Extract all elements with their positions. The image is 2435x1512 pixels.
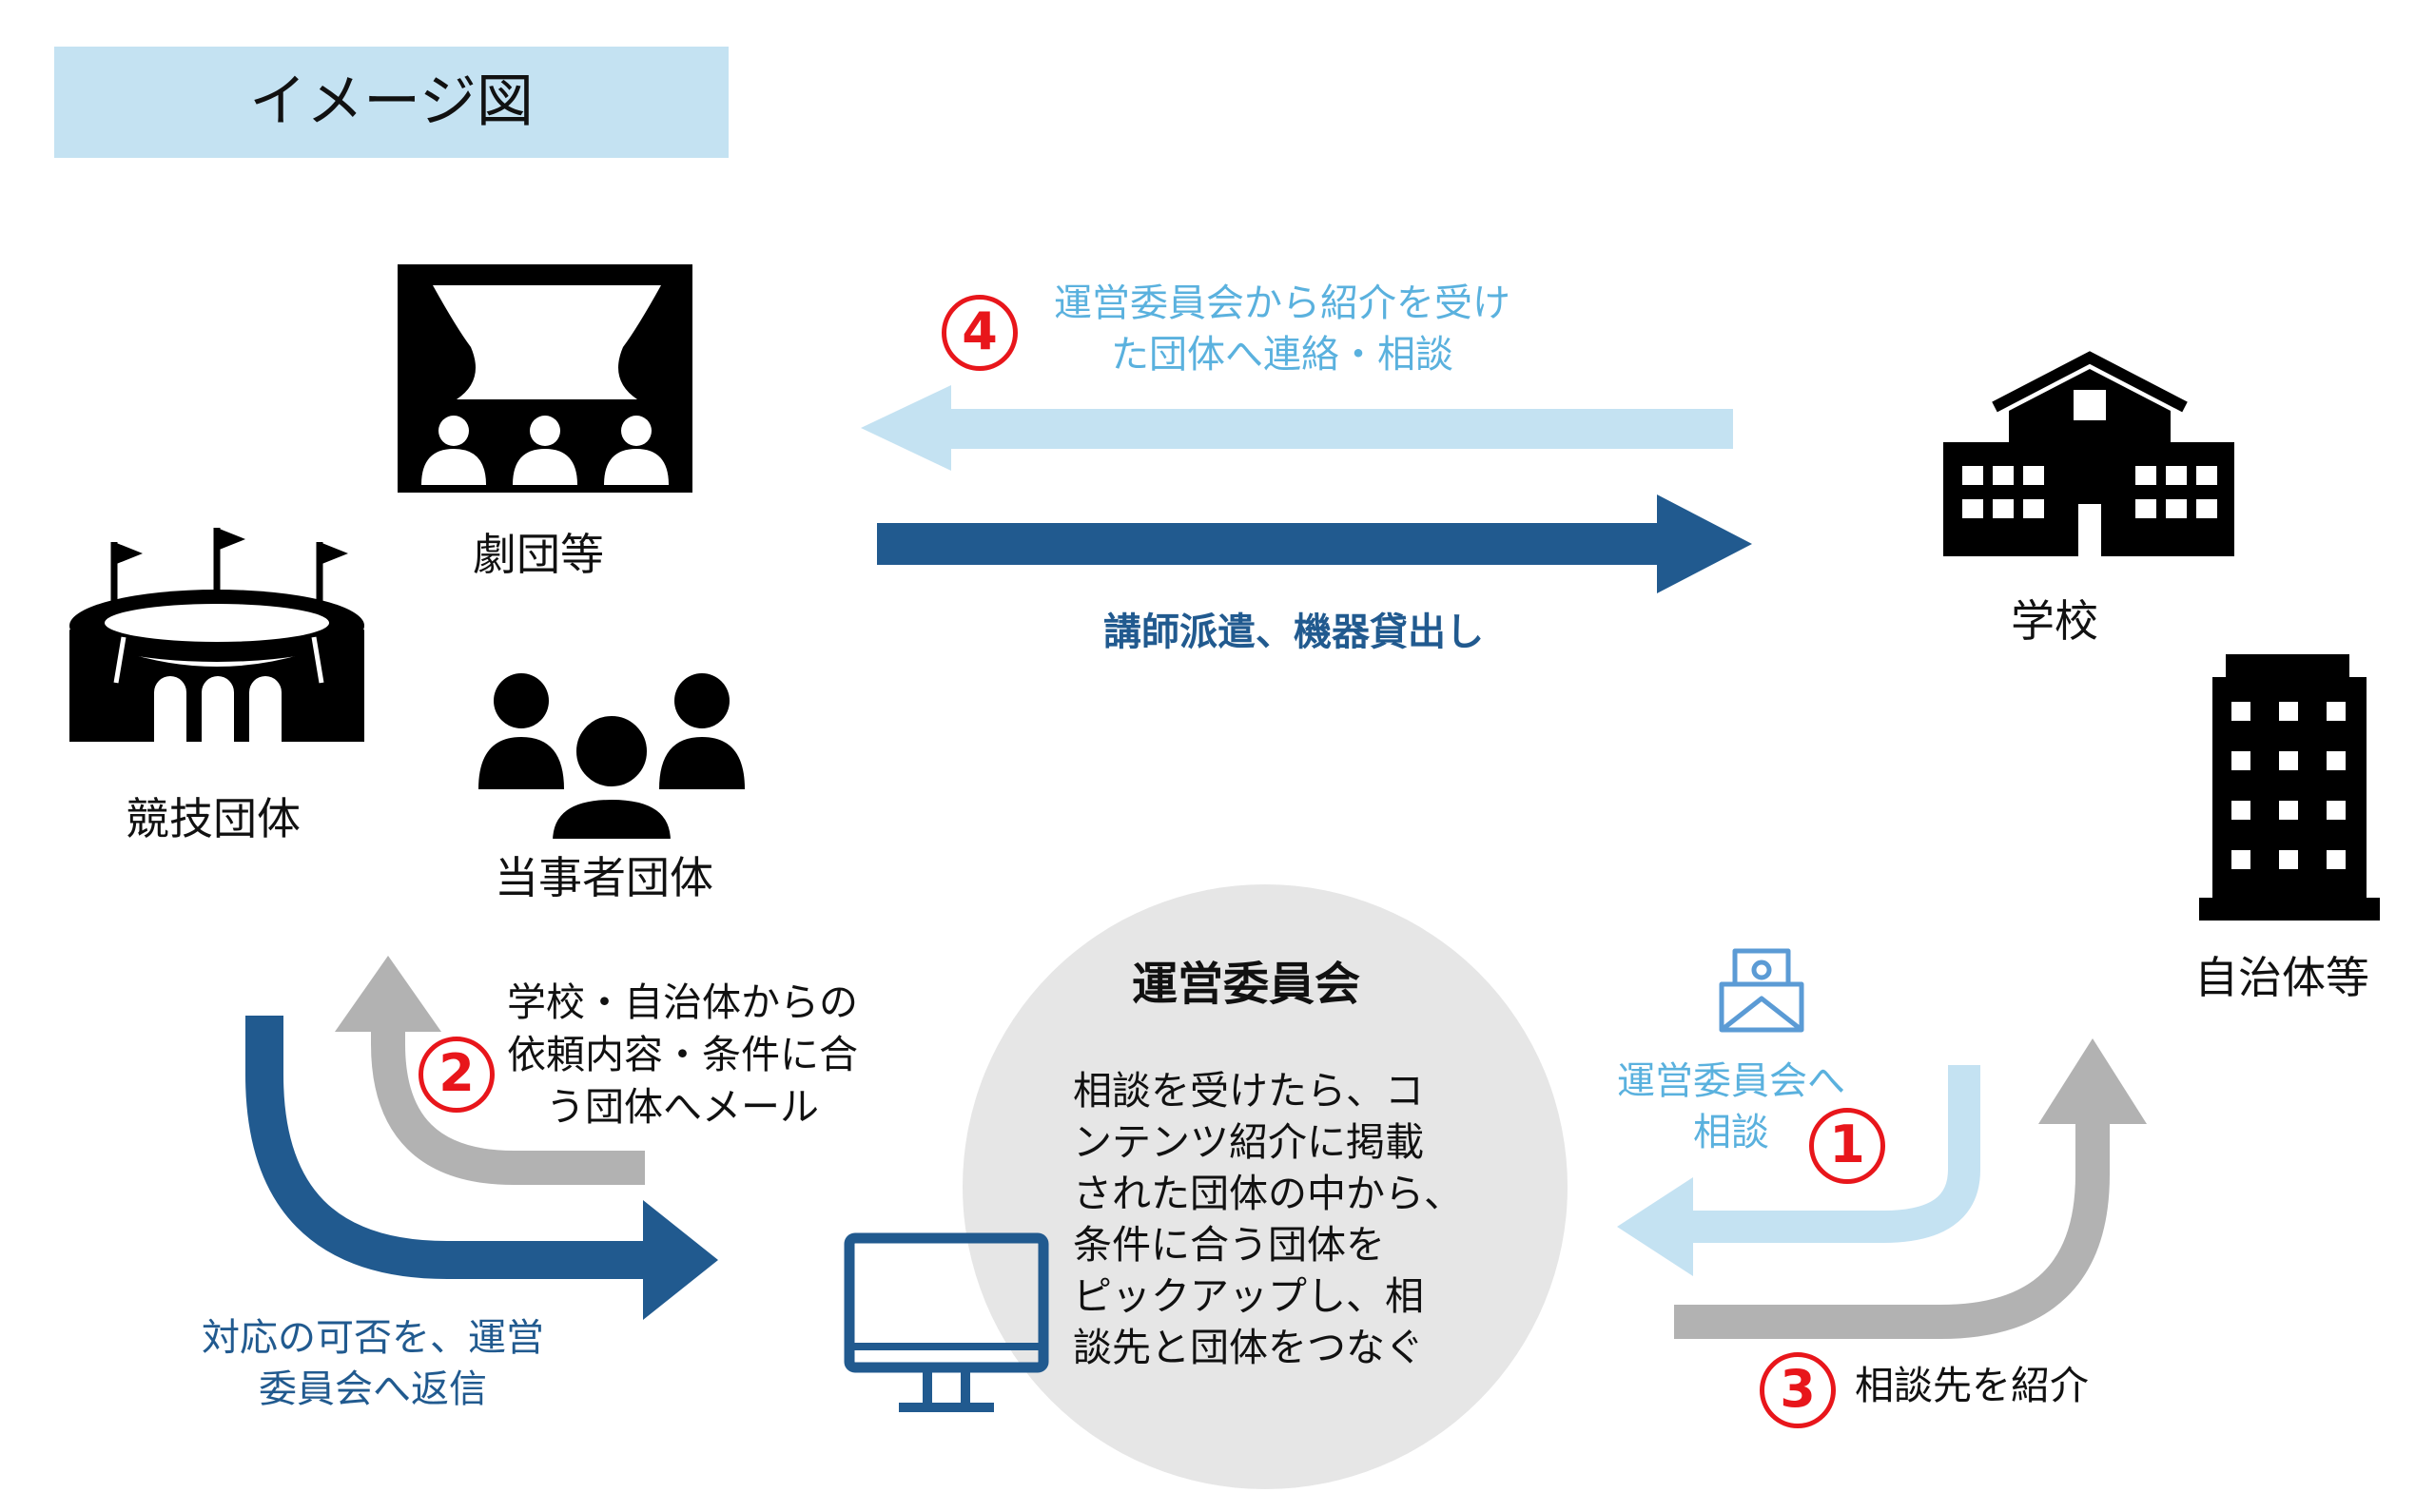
arrow-3-head <box>2038 1038 2147 1124</box>
committee-title: 運営委員会 <box>1132 958 1361 1011</box>
arrow-1-consult <box>1688 1065 1980 1243</box>
step-3-text: 相談先を紹介 <box>1855 1363 2089 1408</box>
step-1-line: 相談 <box>1693 1111 1769 1154</box>
people-icon <box>478 673 745 844</box>
committee-line: 相談を受けたら、コ <box>1073 1068 1424 1114</box>
step-2-text: 学校・自治体からの 依頼内容・条件に合 う団体へメール <box>507 977 858 1134</box>
committee-description: 相談を受けたら、コ ンテンツ紹介に掲載 された団体の中から、 条件に合う団体を … <box>1073 1065 1463 1373</box>
building-icon <box>2199 654 2380 921</box>
sports-label: 競技団体 <box>126 793 301 844</box>
arrow-dispatch <box>877 494 1752 593</box>
committee-line: された団体の中から、 <box>1073 1171 1463 1216</box>
email-icon <box>1719 948 1804 1033</box>
page-title: イメージ図 <box>249 68 534 135</box>
step-1-line: 運営委員会へ <box>1617 1059 1845 1103</box>
parties-label: 当事者団体 <box>495 852 713 903</box>
step-4-line: た団体へ連絡・相談 <box>1111 333 1453 377</box>
step-2-line: う団体へメール <box>546 1084 819 1130</box>
step-3-number: 3 <box>1760 1352 1836 1428</box>
committee-line: ンテンツ紹介に掲載 <box>1073 1119 1424 1165</box>
step-4-line: 運営委員会から紹介を受け <box>1054 281 1510 325</box>
committee-circle <box>963 884 1568 1489</box>
step-2-line: 依頼内容・条件に合 <box>507 1032 858 1077</box>
step-1-number: 1 <box>1809 1108 1885 1184</box>
arrow-3-introduce <box>1674 1117 2110 1339</box>
arrow-reply-head <box>643 1200 718 1320</box>
theater-icon <box>398 264 692 493</box>
arrow-2-head <box>335 956 441 1032</box>
arrow-1-head <box>1617 1177 1693 1276</box>
reply-label: 対応の可否を、運営 委員会へ返信 <box>202 1312 544 1415</box>
arrow-2-mail <box>371 1032 645 1185</box>
dispatch-label: 講師派遣、機器貸出し <box>1103 611 1484 654</box>
stadium-icon <box>69 528 364 742</box>
theater-label: 劇団等 <box>473 529 604 580</box>
arrow-reply <box>245 1016 647 1279</box>
committee-line: 談先と団体をつなぐ <box>1073 1325 1424 1370</box>
arrow-4-contact <box>861 385 1733 471</box>
municipality-label: 自治体等 <box>2194 952 2369 1003</box>
step-4-number: 4 <box>942 295 1018 371</box>
title-box: イメージ図 <box>54 47 729 158</box>
committee-line: ピックアップし、相 <box>1073 1273 1424 1319</box>
school-label: 学校 <box>2011 595 2098 647</box>
step-4-text: 運営委員会から紹介を受け た団体へ連絡・相談 <box>1054 278 1510 380</box>
step-2-line: 学校・自治体からの <box>507 979 858 1025</box>
reply-line: 対応の可否を、運営 <box>202 1316 544 1360</box>
step-1-text: 運営委員会へ 相談 <box>1617 1056 1845 1158</box>
school-icon <box>1943 351 2234 556</box>
monitor-icon <box>844 1232 1049 1412</box>
committee-line: 条件に合う団体を <box>1073 1222 1385 1268</box>
step-2-number: 2 <box>419 1037 495 1113</box>
reply-line: 委員会へ返信 <box>259 1367 487 1411</box>
